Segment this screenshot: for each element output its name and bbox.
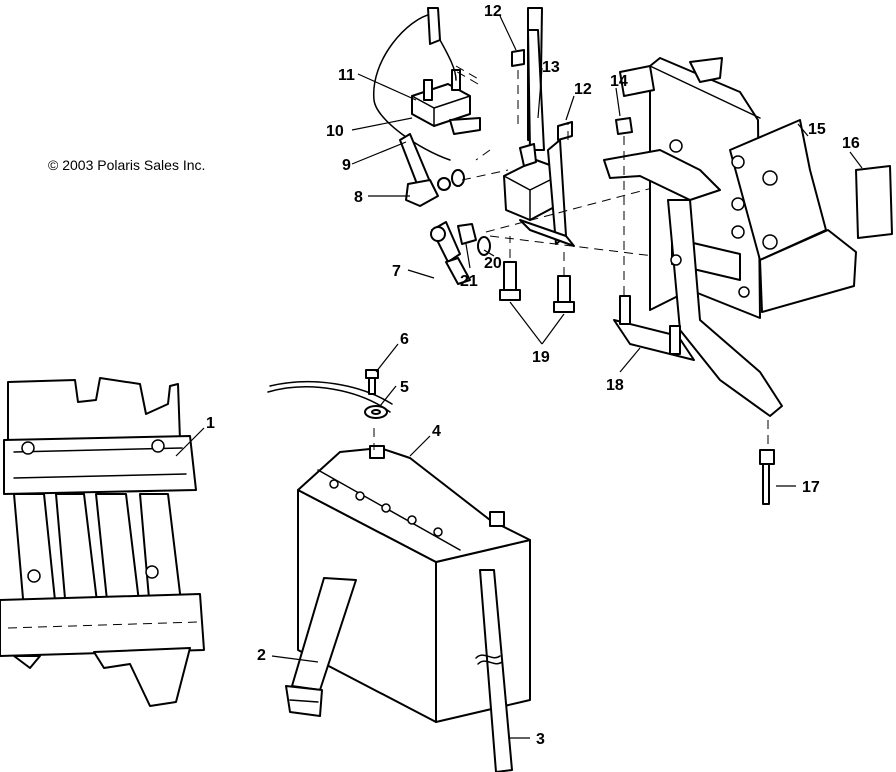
solenoid [503, 139, 575, 247]
callout-4: 4 [432, 423, 441, 440]
callout-20: 20 [484, 255, 502, 272]
vent-hose [475, 569, 513, 772]
callout-18: 18 [606, 377, 624, 394]
pin [759, 449, 775, 505]
terminal-boot [405, 169, 465, 207]
bolt-19a [499, 261, 521, 301]
callout-19: 19 [532, 349, 550, 366]
washer [364, 405, 388, 419]
copyright-text: © 2003 Polaris Sales Inc. [48, 157, 205, 173]
callout-12a: 12 [484, 3, 502, 20]
mounting-bracket [603, 57, 857, 417]
nut-upper [511, 49, 525, 67]
battery-strap [285, 577, 357, 717]
callout-9: 9 [342, 157, 351, 174]
callout-1: 1 [206, 415, 215, 432]
nut-lower [557, 121, 573, 141]
leaders [175, 15, 863, 739]
bolt-19b [553, 275, 575, 313]
callout-2: 2 [257, 647, 266, 664]
callout-12b: 12 [574, 81, 592, 98]
nut-14 [615, 117, 633, 135]
callout-17: 17 [802, 479, 820, 496]
callout-10: 10 [326, 123, 344, 140]
relay [411, 69, 481, 135]
washer-20 [477, 236, 491, 256]
spacer-bracket [613, 295, 695, 361]
bolt [365, 369, 379, 395]
callout-21: 21 [460, 273, 478, 290]
lead-wire [373, 13, 451, 161]
battery-cable [267, 386, 391, 413]
callout-11: 11 [338, 67, 355, 84]
callout-3: 3 [536, 731, 545, 748]
callout-7: 7 [392, 263, 401, 280]
callout-6: 6 [400, 331, 409, 348]
battery [297, 445, 531, 723]
warning-label [855, 165, 893, 239]
callout-numbers: 1 2 3 4 5 6 7 8 9 10 11 12 13 12 14 15 1… [206, 3, 860, 748]
callout-15: 15 [808, 121, 826, 138]
battery-box [0, 377, 205, 707]
callout-14: 14 [610, 73, 628, 90]
callout-13: 13 [542, 59, 560, 76]
callout-5: 5 [400, 379, 409, 396]
callout-8: 8 [354, 189, 363, 206]
cable-terminal [430, 221, 471, 285]
callout-16: 16 [842, 135, 860, 152]
nut-21 [457, 223, 477, 245]
